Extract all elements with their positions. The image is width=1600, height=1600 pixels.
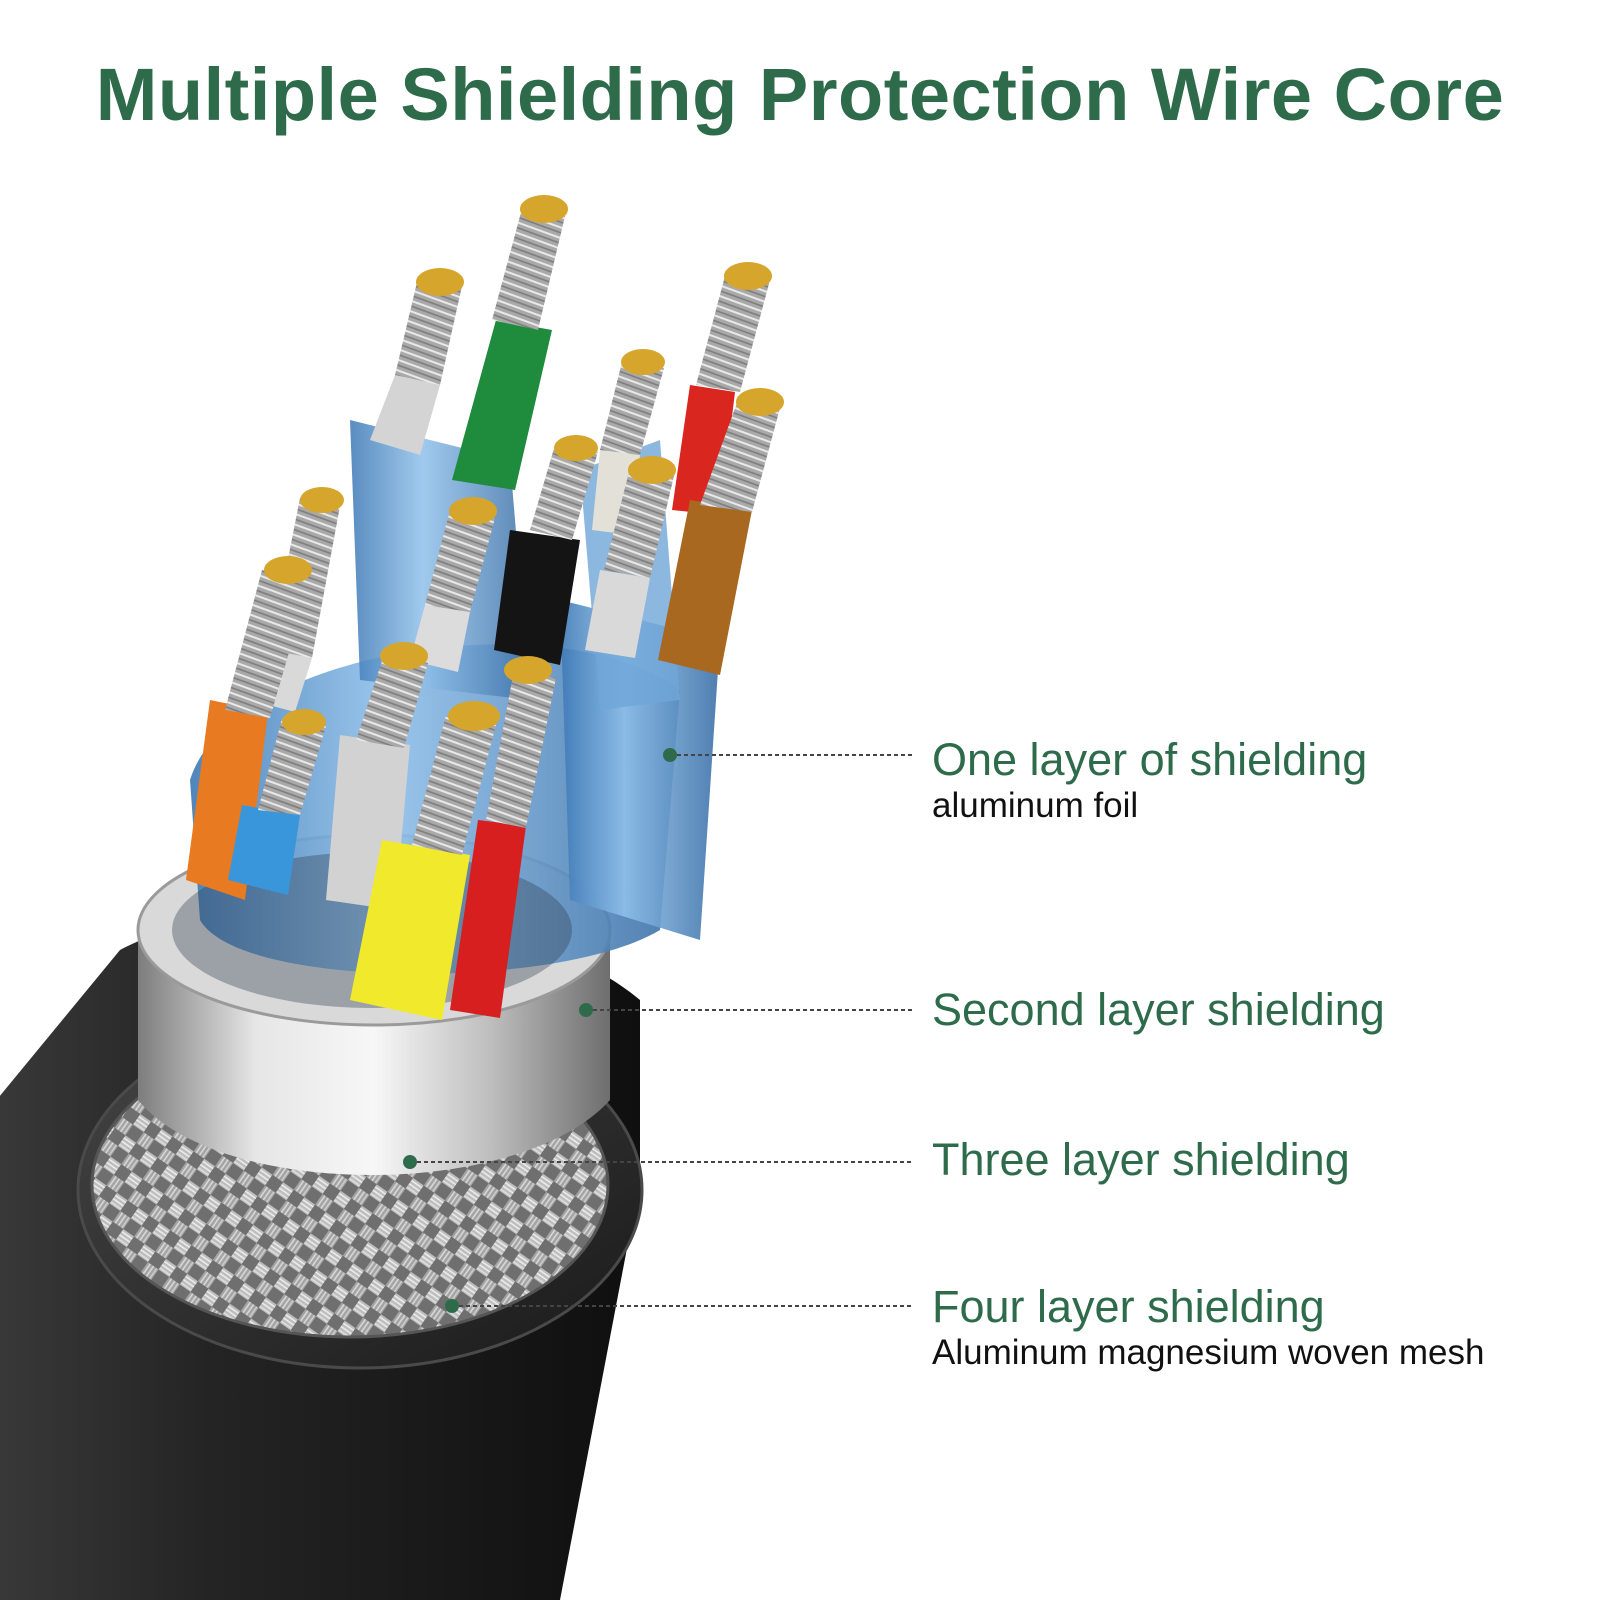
wire-black — [494, 435, 598, 665]
callout-leaders — [403, 748, 912, 1313]
callout-fourth-layer-label: Four layer shielding — [932, 1281, 1325, 1332]
wire-blue — [228, 709, 326, 895]
wire-white-right — [585, 456, 676, 658]
callout-third-layer: Three layer shielding — [932, 1135, 1350, 1185]
diagram-title: Multiple Shielding Protection Wire Core — [95, 53, 1505, 136]
callout-first-layer-sublabel: aluminum foil — [932, 786, 1139, 825]
callout-dot-3 — [403, 1155, 417, 1169]
callout-first-layer: One layer of shielding aluminum foil — [932, 735, 1367, 827]
callout-dot-1 — [663, 748, 677, 762]
wire-red-front — [450, 656, 556, 1018]
callout-dot-2 — [579, 1003, 593, 1017]
callout-dot-4 — [445, 1299, 459, 1313]
callout-second-layer: Second layer shielding — [932, 985, 1385, 1035]
callout-fourth-layer: Four layer shielding Aluminum magnesium … — [932, 1282, 1484, 1374]
wire-brown — [658, 388, 784, 675]
wire-yellow — [350, 701, 500, 1020]
wire-bundle — [186, 195, 784, 1020]
wire-white-upper-left — [370, 268, 464, 455]
callout-second-layer-label: Second layer shielding — [932, 984, 1385, 1035]
callout-third-layer-label: Three layer shielding — [932, 1134, 1350, 1185]
wire-green — [452, 195, 568, 490]
callout-fourth-layer-sublabel: Aluminum magnesium woven mesh — [932, 1333, 1485, 1372]
callout-first-layer-label: One layer of shielding — [932, 734, 1368, 785]
